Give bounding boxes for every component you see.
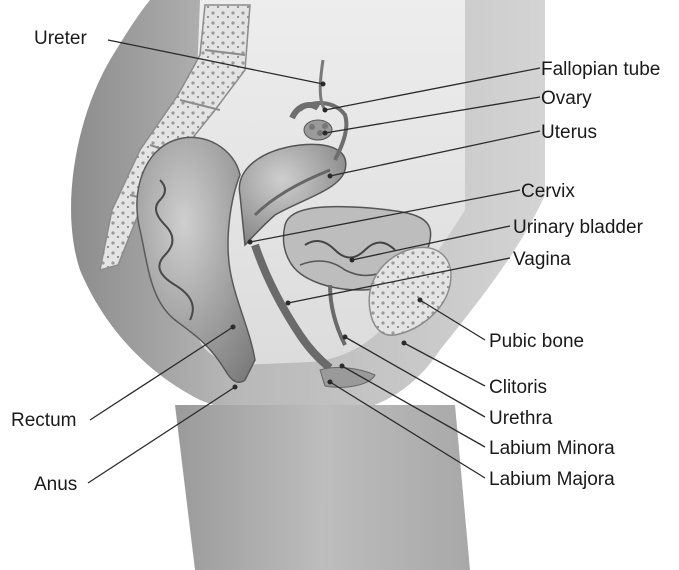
label-labium-minora: Labium Minora xyxy=(489,438,615,459)
label-anus: Anus xyxy=(34,474,77,495)
label-rectum: Rectum xyxy=(11,410,76,431)
label-urethra: Urethra xyxy=(489,408,553,429)
label-labium-majora: Labium Majora xyxy=(489,469,615,490)
label-pubic-bone: Pubic bone xyxy=(489,331,584,352)
label-vagina: Vagina xyxy=(513,249,571,270)
label-ureter: Ureter xyxy=(34,28,87,49)
ovary xyxy=(304,120,332,140)
label-cervix: Cervix xyxy=(521,181,575,202)
label-ovary: Ovary xyxy=(541,88,592,109)
label-urinary-bladder: Urinary bladder xyxy=(513,217,644,238)
label-fallopian-tube: Fallopian tube xyxy=(541,59,660,80)
label-clitoris: Clitoris xyxy=(489,377,547,398)
label-uterus: Uterus xyxy=(541,122,597,143)
